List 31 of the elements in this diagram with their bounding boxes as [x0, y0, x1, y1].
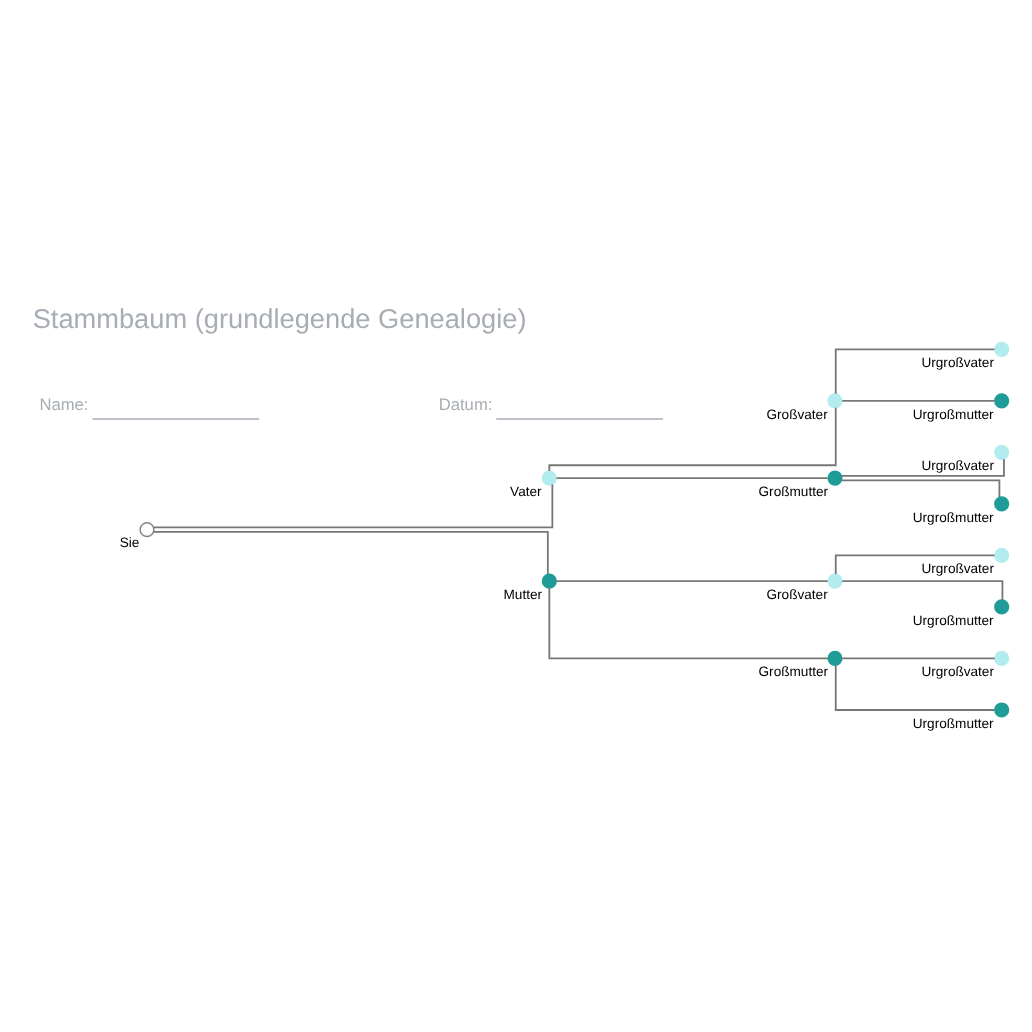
connector [548, 587, 829, 660]
connector [841, 399, 996, 402]
node-circle [994, 547, 1010, 563]
connector [834, 348, 996, 395]
connector [555, 477, 829, 480]
node-circle [994, 650, 1010, 666]
connector [841, 657, 996, 660]
node-circle [541, 573, 557, 589]
node-circle [827, 470, 843, 486]
connector [834, 664, 996, 711]
node-circle [994, 444, 1010, 460]
connector [153, 483, 554, 529]
node-circle [994, 393, 1010, 409]
node-circle [994, 702, 1010, 718]
connector [555, 580, 829, 583]
node-circle [994, 496, 1010, 512]
connector [153, 531, 549, 576]
node-circle [827, 573, 843, 589]
node-circle [827, 393, 843, 409]
connector [840, 458, 1005, 477]
label: Name: [39, 393, 89, 414]
node-circle [541, 470, 557, 486]
node-circle [827, 650, 843, 666]
node-circle [994, 599, 1010, 615]
connector [548, 406, 837, 472]
label: Datum: [438, 393, 493, 414]
diagram-title: Stammbaum (grundlegende Genealogie) [32, 303, 527, 334]
connector [834, 554, 996, 575]
node-circle [994, 341, 1010, 357]
connector [840, 479, 1001, 498]
node-circle [139, 522, 155, 538]
